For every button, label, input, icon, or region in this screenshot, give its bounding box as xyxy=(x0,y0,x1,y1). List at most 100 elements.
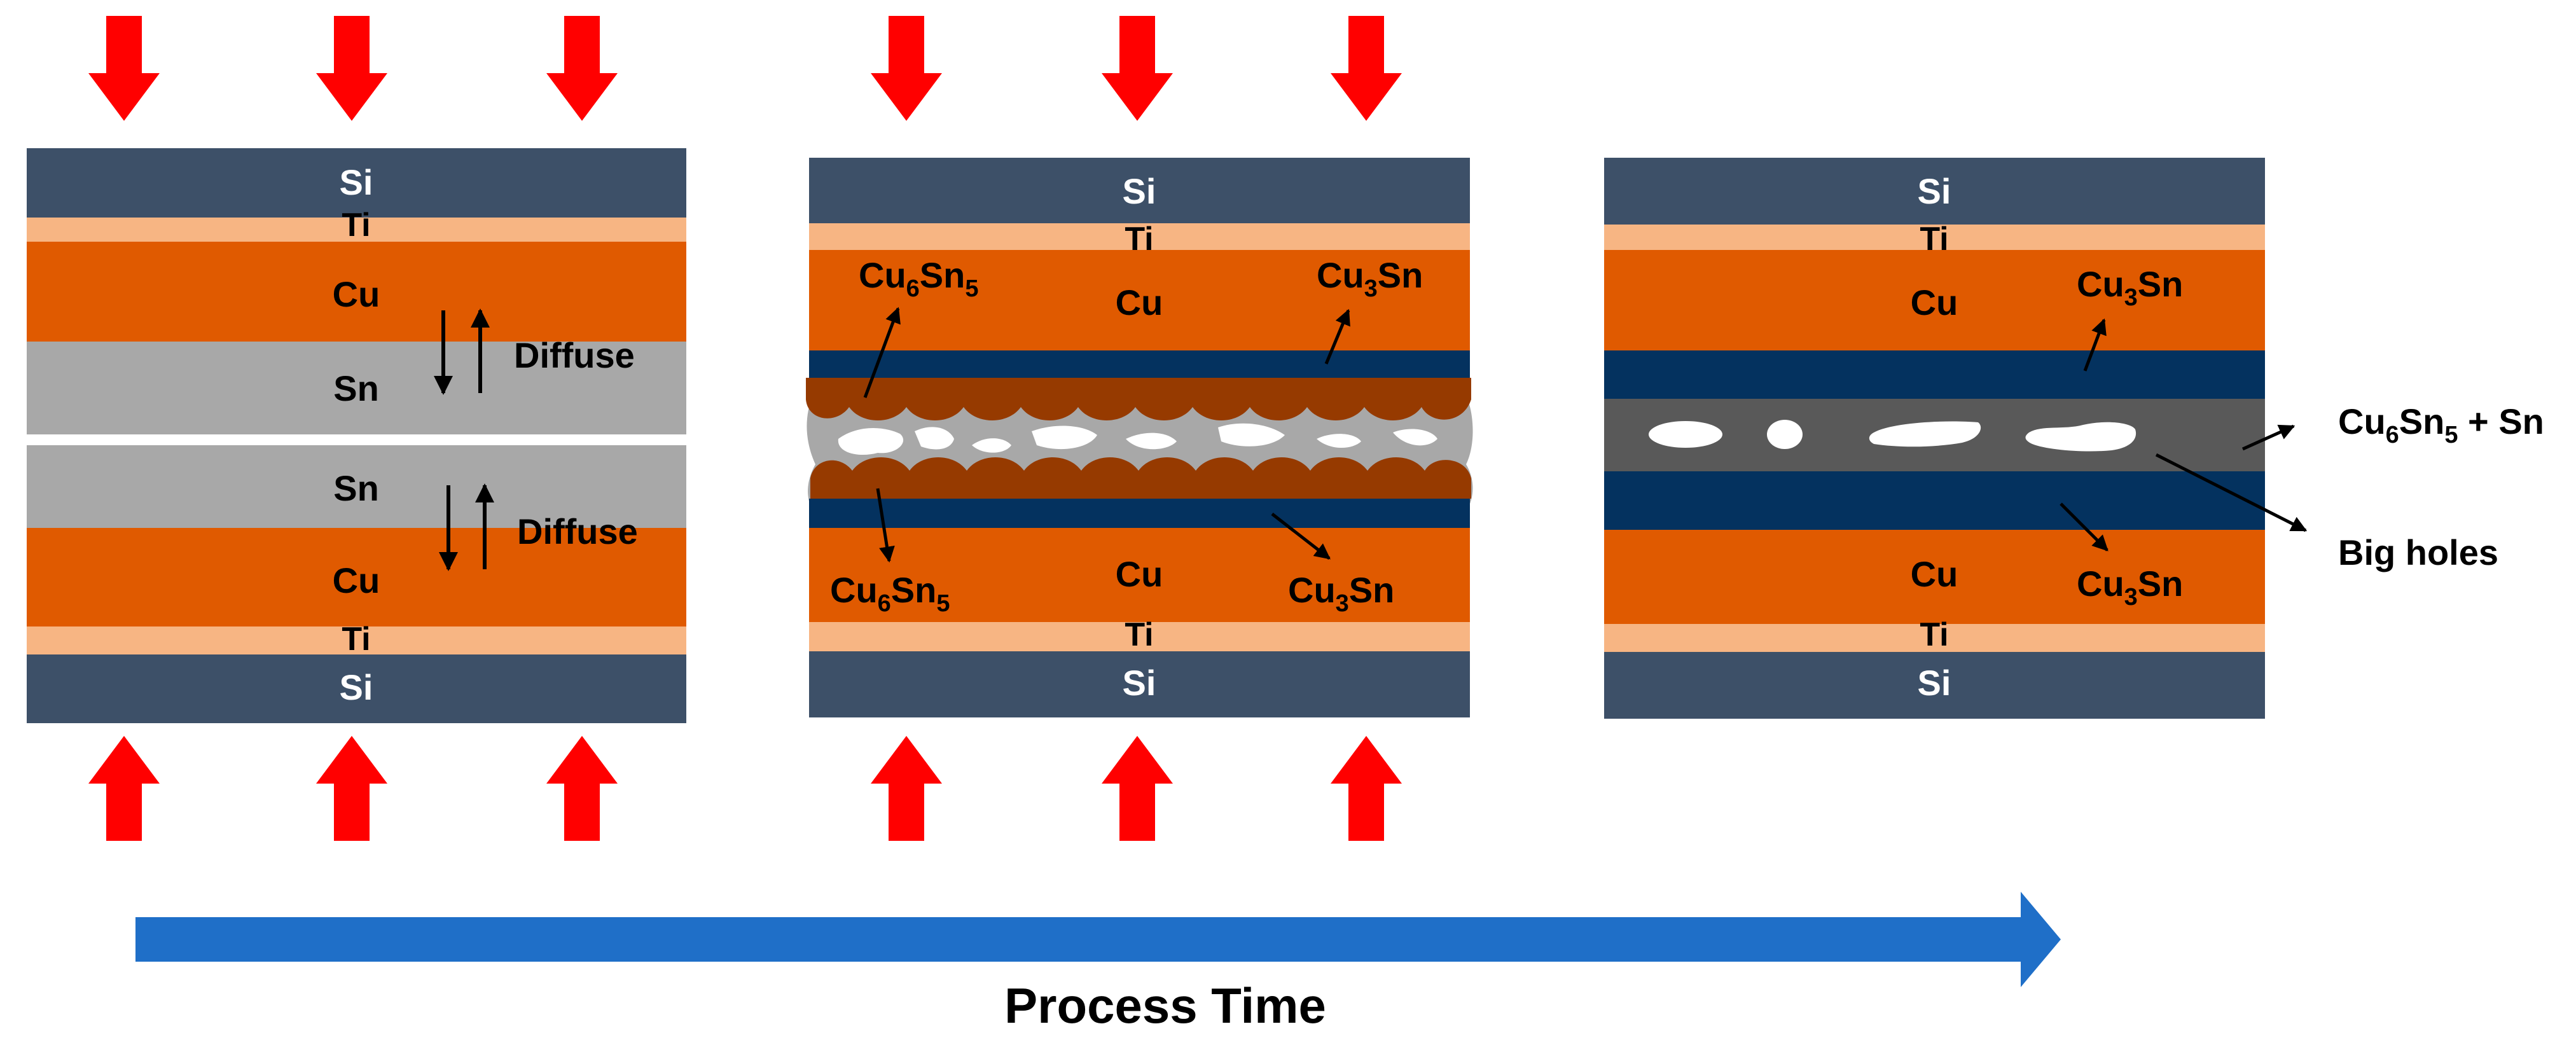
si-layer-bottom xyxy=(809,651,1470,717)
void xyxy=(915,427,954,450)
void xyxy=(1218,423,1285,446)
sn-voids xyxy=(838,423,1437,455)
cu3sn-label-top: Cu3Sn xyxy=(1317,255,1423,302)
cu6sn5-label-bottom: Cu6Sn5 xyxy=(830,570,950,617)
cu6sn5-scallops-top xyxy=(806,378,1471,420)
ti-label-top: Ti xyxy=(342,207,370,244)
cu3sn-layer-top xyxy=(1604,350,2265,399)
pressure-arrow-down-icon xyxy=(871,16,942,121)
pressure-arrow-down-icon xyxy=(1102,16,1173,121)
cu-label-bottom: Cu xyxy=(1911,554,1958,594)
pointer-arrow-icon xyxy=(2241,424,2296,451)
big-holes xyxy=(1649,420,2136,452)
cu-label-bottom: Cu xyxy=(333,560,380,600)
pressure-arrows-bottom xyxy=(88,736,1402,841)
pressure-arrow-up-icon xyxy=(546,736,618,841)
si-label-top: Si xyxy=(1123,171,1156,211)
pointer-arrow-icon xyxy=(1324,308,1350,364)
cu-label-top: Cu xyxy=(1911,282,1958,322)
void xyxy=(1317,434,1361,448)
process-time-arrow-icon xyxy=(135,892,2061,987)
cu3sn-layer-bottom xyxy=(1604,471,2265,530)
stage-2-stack: Si Ti Cu Cu Ti Si Cu6Sn5 Cu3Sn Cu6Sn5 Cu… xyxy=(806,158,1473,717)
pressure-arrow-up-icon xyxy=(88,736,160,841)
cu6sn5-label-top: Cu6Sn5 xyxy=(859,255,979,302)
sn-layer-top xyxy=(27,342,686,434)
diffuse-label-bottom: Diffuse xyxy=(517,511,638,551)
si-label-bottom: Si xyxy=(1918,663,1951,703)
pointer-arrow-icon xyxy=(2155,453,2308,532)
void xyxy=(972,438,1011,453)
stage-3-stack: Si Ti Cu Cu Ti Si Cu3Sn Cu3Sn Cu6Sn5 + S… xyxy=(1604,158,2544,719)
cu-layer-top xyxy=(809,250,1470,350)
pressure-arrows-top xyxy=(88,16,1402,121)
cu-layer-top xyxy=(1604,250,2265,350)
ti-layer-bottom xyxy=(809,622,1470,651)
cu-label-bottom: Cu xyxy=(1116,554,1163,594)
cu-layer-bottom xyxy=(27,528,686,626)
cu-layer-top xyxy=(27,242,686,342)
sn-label-top: Sn xyxy=(333,368,379,408)
cu-label-top: Cu xyxy=(1116,282,1163,322)
ti-label-bottom: Ti xyxy=(1125,616,1153,653)
cu3sn-label-top: Cu3Sn xyxy=(2077,264,2183,311)
hole xyxy=(2025,422,2136,452)
stage-1-stack: Si Ti Cu Sn Sn Cu Ti Si Diffuse Diffuse xyxy=(27,148,686,723)
si-label-top: Si xyxy=(1918,171,1951,211)
pointer-arrow-icon xyxy=(863,307,901,398)
sn-layer-bottom xyxy=(27,445,686,528)
sn-label-bottom: Sn xyxy=(333,468,379,508)
pointer-arrow-icon xyxy=(2083,318,2107,371)
cu6sn5-scallop xyxy=(806,378,1471,420)
ti-layer-bottom xyxy=(27,626,686,654)
ti-layer-top xyxy=(809,223,1470,250)
bonding-gap xyxy=(27,434,686,445)
si-layer-bottom xyxy=(27,654,686,723)
process-time-axis: Process Time xyxy=(135,892,2061,1034)
pressure-arrow-down-icon xyxy=(546,16,618,121)
si-layer-top xyxy=(1604,158,2265,225)
pointer-arrow-icon xyxy=(876,488,895,563)
pressure-arrow-up-icon xyxy=(871,736,942,841)
si-layer-top xyxy=(809,158,1470,223)
cu-layer-bottom xyxy=(1604,530,2265,624)
cu-layer-bottom xyxy=(809,528,1470,622)
ti-layer-top xyxy=(1604,225,2265,250)
pointer-arrow-icon xyxy=(2060,502,2109,551)
cu-label-top: Cu xyxy=(333,274,380,314)
ti-label-bottom: Ti xyxy=(342,621,370,658)
hole xyxy=(1649,421,1722,448)
void xyxy=(1126,433,1177,450)
process-time-label: Process Time xyxy=(1004,978,1326,1034)
ti-label-top: Ti xyxy=(1125,221,1153,258)
cu3sn-label-bottom: Cu3Sn xyxy=(1288,570,1394,617)
cu6sn5-sn-label: Cu6Sn5 + Sn xyxy=(2338,401,2544,448)
pressure-arrow-down-icon xyxy=(316,16,387,121)
void xyxy=(1032,426,1097,450)
pressure-arrow-up-icon xyxy=(1331,736,1402,841)
ti-layer-bottom xyxy=(1604,624,2265,652)
pressure-arrow-up-icon xyxy=(316,736,387,841)
si-layer-top xyxy=(27,148,686,218)
big-holes-label: Big holes xyxy=(2338,532,2498,572)
cu3sn-label-bottom: Cu3Sn xyxy=(2077,564,2183,611)
si-label-bottom: Si xyxy=(1123,663,1156,703)
hole xyxy=(1869,421,1981,447)
si-label-bottom: Si xyxy=(340,667,373,707)
cu6sn5-scallop xyxy=(810,457,1471,499)
ti-label-top: Ti xyxy=(1920,221,1948,258)
pressure-arrow-up-icon xyxy=(1102,736,1173,841)
pressure-arrow-down-icon xyxy=(88,16,160,121)
ti-layer-top xyxy=(27,218,686,242)
hole xyxy=(1767,420,1803,449)
si-layer-bottom xyxy=(1604,652,2265,719)
diffuse-label-top: Diffuse xyxy=(514,335,635,375)
void xyxy=(838,427,904,455)
pressure-arrow-down-icon xyxy=(1331,16,1402,121)
si-label-top: Si xyxy=(340,162,373,202)
pointer-arrow-icon xyxy=(1271,513,1331,560)
cu3sn-layer-top xyxy=(809,350,1470,378)
cu3sn-layer-bottom xyxy=(809,499,1470,528)
void xyxy=(1393,429,1437,446)
